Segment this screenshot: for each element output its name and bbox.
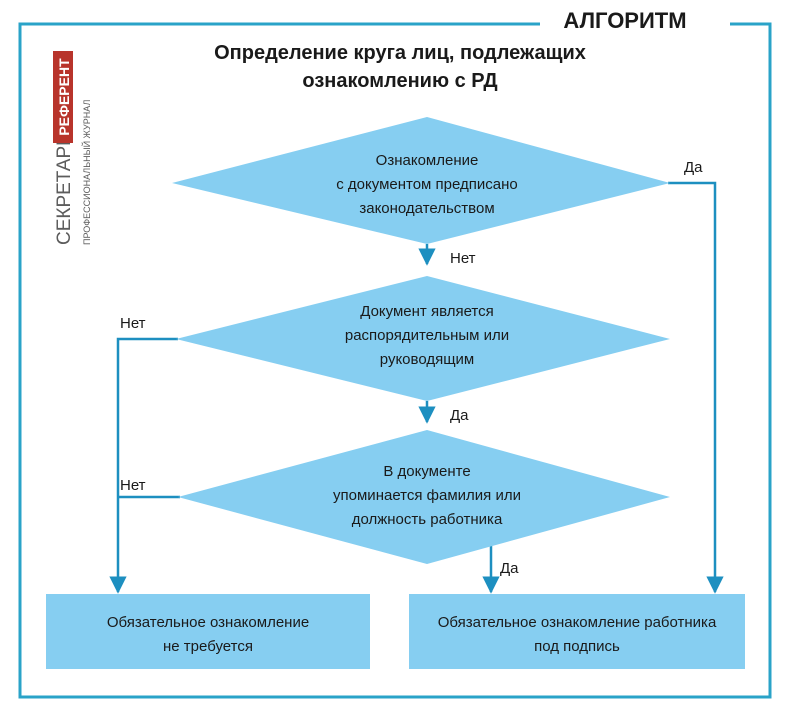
decision-3-diamond bbox=[178, 430, 670, 564]
result-left-box bbox=[46, 594, 370, 669]
connectors bbox=[109, 181, 724, 594]
decision-2-diamond bbox=[176, 276, 670, 401]
card-frame bbox=[18, 22, 772, 699]
decision-3-yes-label: Да bbox=[500, 560, 519, 577]
decision-3-no-label: Нет bbox=[120, 477, 146, 494]
logo-red-block bbox=[53, 51, 73, 143]
result-right-box bbox=[409, 594, 745, 669]
decision-1-text-1: Ознакомление bbox=[376, 152, 479, 169]
decision-2-yes-label: Да bbox=[450, 407, 469, 424]
decision-1-diamond bbox=[172, 117, 670, 244]
decision-1-no-label: Нет bbox=[450, 250, 476, 267]
logo-word-secretary: СЕКРЕТАРЬ bbox=[54, 133, 75, 245]
connector-d2-no bbox=[109, 337, 178, 594]
decision-2-text-1: Документ является bbox=[360, 303, 494, 320]
decision-3-text-1: В документе bbox=[383, 463, 470, 480]
journal-logo: СЕКРЕТАРЬ РЕФЕРЕНТ ПРОФЕССИОНАЛЬНЫЙ ЖУРН… bbox=[53, 51, 92, 245]
result-left-text-1: Обязательное ознакомление bbox=[107, 614, 309, 631]
result-left-text-2: не требуется bbox=[163, 638, 253, 655]
decision-1-text-3: законодательством bbox=[359, 200, 494, 217]
decision-2-no-label: Нет bbox=[120, 315, 146, 332]
result-right-text-1: Обязательное ознакомление работника bbox=[438, 614, 717, 631]
decision-3-text-3: должность работника bbox=[352, 511, 503, 528]
logo-tagline: ПРОФЕССИОНАЛЬНЫЙ ЖУРНАЛ bbox=[81, 100, 92, 245]
page-title-line-2: ознакомлению с РД bbox=[302, 70, 497, 92]
decision-1-yes-label: Да bbox=[684, 159, 703, 176]
connector-d1-yes bbox=[668, 181, 724, 594]
decision-2-text-2: распорядительным или bbox=[345, 327, 509, 344]
decision-3-text-2: упоминается фамилия или bbox=[333, 487, 521, 504]
logo-word-referent: РЕФЕРЕНТ bbox=[56, 58, 72, 136]
result-right-text-2: под подпись bbox=[534, 638, 620, 655]
decision-2-text-3: руководящим bbox=[380, 351, 474, 368]
page-title-line-1: Определение круга лиц, подлежащих bbox=[214, 42, 586, 64]
header-badge: АЛГОРИТМ bbox=[563, 8, 686, 33]
decision-1-text-2: с документом предписано bbox=[336, 176, 518, 193]
